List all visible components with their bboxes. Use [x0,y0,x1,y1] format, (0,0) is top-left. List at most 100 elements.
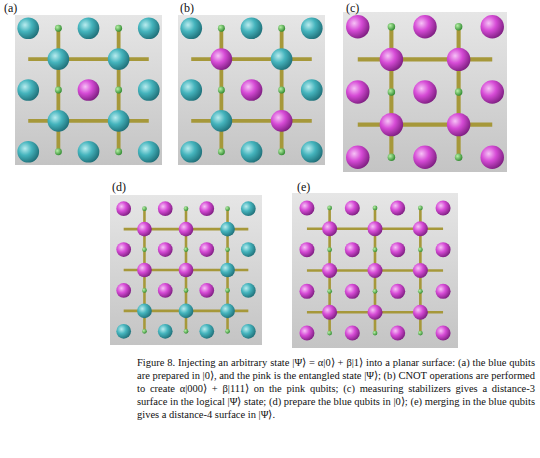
pink-qubit [179,263,194,278]
blue-qubit [108,48,130,70]
blue-qubit [241,283,256,298]
pink-qubit [436,200,451,215]
measure-qubit [455,88,463,96]
lattice-bar [191,57,312,61]
blue-qubit [17,79,39,101]
measure-qubit [373,331,378,336]
measure-qubit [418,289,423,294]
blue-qubit [241,324,256,339]
measure-qubit [327,206,332,211]
pink-qubit [158,201,173,216]
measure-qubit [184,288,189,293]
measure-qubit [418,206,423,211]
panel-background [178,15,325,165]
panel-label: (d) [112,180,126,195]
blue-qubit [138,17,160,39]
measure-qubit [388,23,396,31]
blue-qubit [78,141,100,163]
measure-qubit [327,289,332,294]
measure-qubit [455,153,463,161]
pink-qubit [78,79,100,101]
lattice-panel [15,15,162,165]
pink-qubit [480,80,503,103]
pink-qubit [447,113,470,136]
pink-qubit [299,242,314,257]
lattice-bar [28,119,149,123]
pink-qubit [380,48,403,71]
lattice-panel [292,193,458,348]
pink-qubit [447,48,470,71]
blue-qubit [158,324,173,339]
measure-qubit [218,148,225,155]
pink-qubit [413,221,428,236]
pink-qubit [346,15,369,38]
blue-qubit [138,141,160,163]
blue-qubit [17,141,39,163]
pink-qubit [413,263,428,278]
blue-qubit [220,304,235,319]
blue-qubit [241,201,256,216]
pink-qubit [241,79,263,101]
measure-qubit [225,206,230,211]
pink-qubit [199,242,214,257]
lattice-bar [191,119,312,123]
pink-qubit [413,80,436,103]
blue-qubit [220,263,235,278]
measure-qubit [142,288,147,293]
panel-label: (c) [346,1,359,16]
measure-qubit [218,25,225,32]
lattice-panel [110,195,262,345]
measure-qubit [418,331,423,336]
measure-qubit [184,247,189,252]
pink-qubit [116,242,131,257]
blue-qubit [199,324,214,339]
measure-qubit [418,247,423,252]
pink-qubit [480,15,503,38]
blue-qubit [220,222,235,237]
blue-qubit [301,79,323,101]
blue-qubit [180,141,202,163]
measure-qubit [373,206,378,211]
measure-qubit [55,87,62,94]
measure-qubit [55,148,62,155]
panel-background [343,12,507,172]
blue-qubit [211,110,233,132]
measure-qubit [278,25,285,32]
measure-qubit [388,153,396,161]
blue-qubit [301,17,323,39]
measure-qubit [373,289,378,294]
pink-qubit [413,305,428,320]
pink-qubit [179,222,194,237]
pink-qubit [299,284,314,299]
measure-qubit [225,247,230,252]
measure-qubit [55,25,62,32]
pink-qubit [116,201,131,216]
pink-qubit [299,200,314,215]
lattice-bar [28,57,149,61]
pink-qubit [380,113,403,136]
pink-qubit [271,110,293,132]
blue-qubit [116,324,131,339]
blue-qubit [301,141,323,163]
pink-qubit [346,80,369,103]
pink-qubit [413,15,436,38]
measure-qubit [184,206,189,211]
panel-label: (b) [180,1,194,16]
pink-qubit [367,263,382,278]
blue-qubit [78,17,100,39]
measure-qubit [142,247,147,252]
pink-qubit [390,326,405,341]
pink-qubit [158,283,173,298]
pink-qubit [116,283,131,298]
pink-qubit [211,48,233,70]
pink-qubit [346,145,369,168]
blue-qubit [271,48,293,70]
measure-qubit [455,23,463,31]
pink-qubit [322,221,337,236]
pink-qubit [199,201,214,216]
lattice-bar [358,57,492,61]
measure-qubit [142,329,147,334]
measure-qubit [184,329,189,334]
measure-qubit [115,148,122,155]
pink-qubit [390,284,405,299]
